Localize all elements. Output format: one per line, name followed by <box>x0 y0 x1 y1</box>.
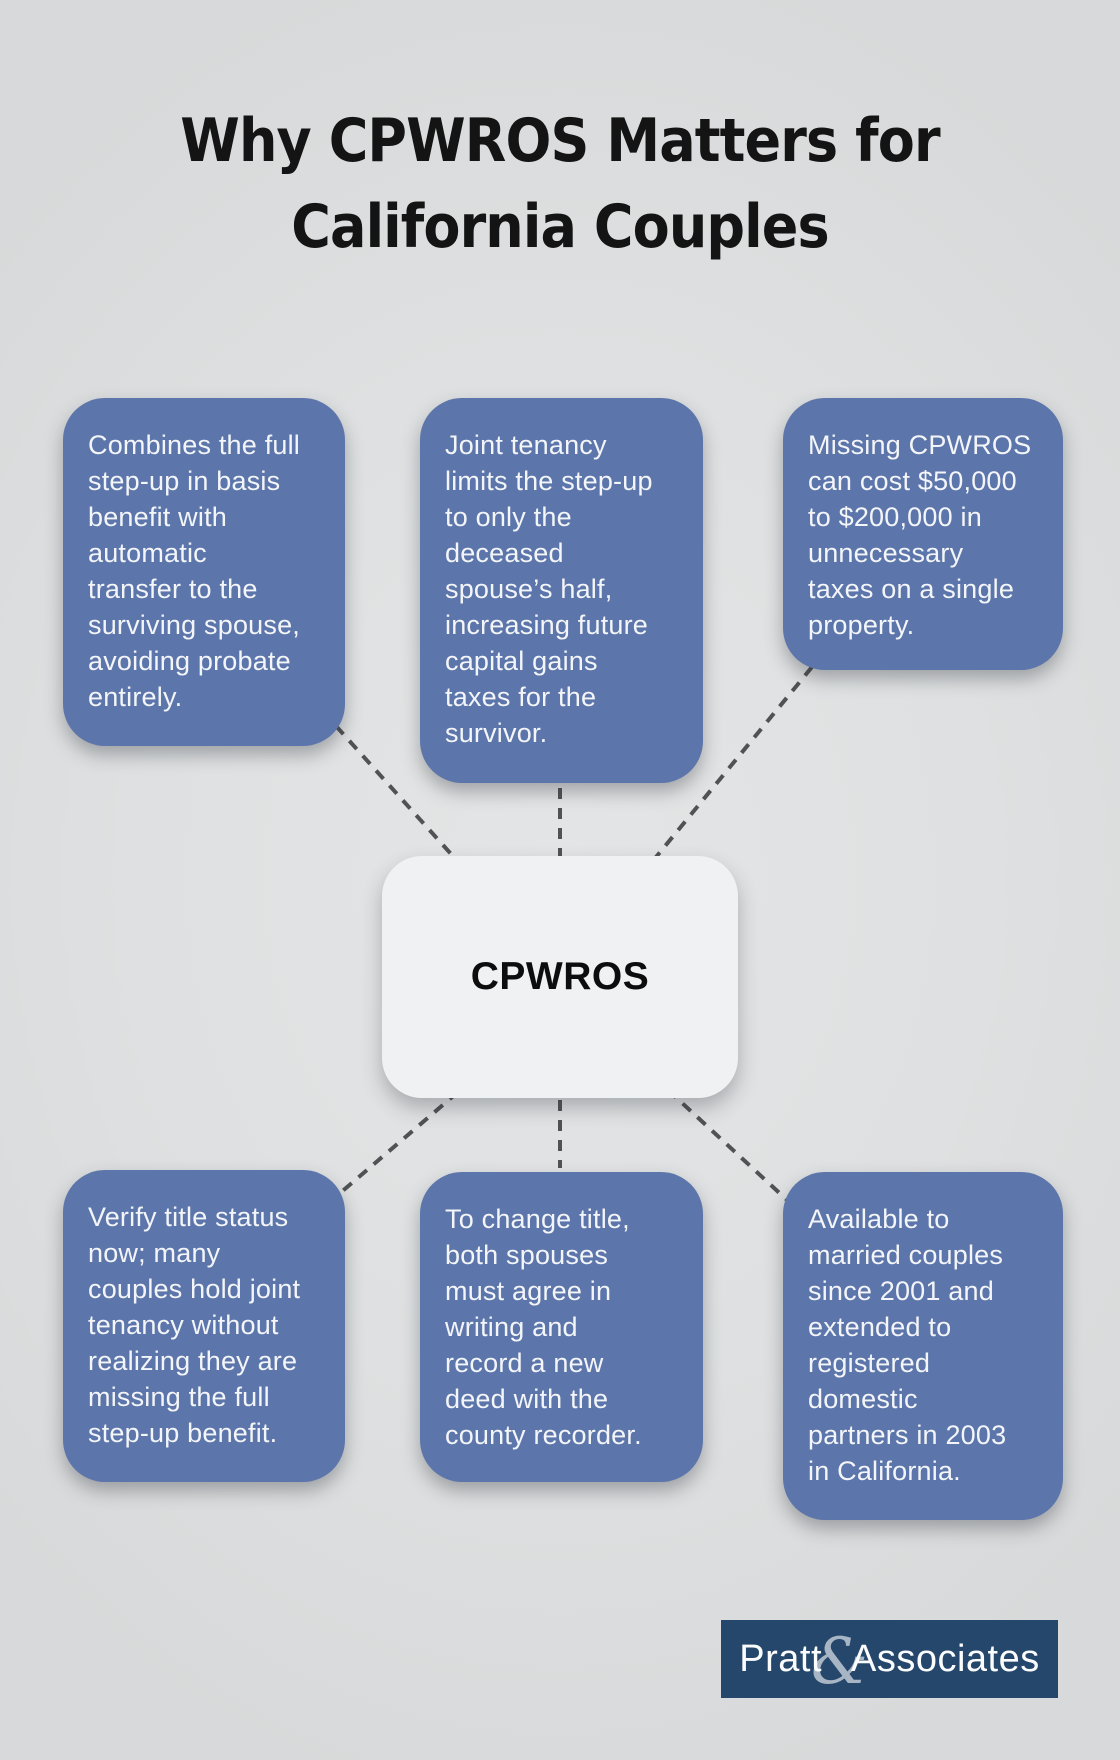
info-box-bottom-middle-text: To change title, both spouses must agree… <box>445 1204 642 1450</box>
info-box-top-right-text: Missing CPWROS can cost $50,000 to $200,… <box>808 430 1032 640</box>
info-box-top-left: Combines the full step-up in basis benef… <box>63 398 345 746</box>
page-title: Why CPWROS Matters for California Couple… <box>180 106 940 262</box>
info-box-bottom-left: Verify title status now; many couples ho… <box>63 1170 345 1482</box>
connector-top-right <box>650 665 814 864</box>
center-node-label: CPWROS <box>470 955 650 998</box>
center-node: CPWROS <box>382 856 738 1098</box>
connector-top-left <box>334 724 462 866</box>
brand-logo: Pratt & Associates <box>721 1620 1058 1698</box>
info-box-top-right: Missing CPWROS can cost $50,000 to $200,… <box>783 398 1063 670</box>
logo-text-pratt: Pratt <box>739 1637 823 1680</box>
connector-bottom-right <box>666 1088 802 1214</box>
info-box-top-left-text: Combines the full step-up in basis benef… <box>88 430 301 712</box>
info-box-bottom-right-text: Available to married couples since 2001 … <box>808 1204 1007 1486</box>
logo-text-associates: Associates <box>850 1637 1040 1680</box>
connector-bottom-left <box>330 1090 460 1202</box>
info-box-bottom-right: Available to married couples since 2001 … <box>783 1172 1063 1520</box>
info-box-bottom-middle: To change title, both spouses must agree… <box>420 1172 703 1482</box>
info-box-top-middle: Joint tenancy limits the step-up to only… <box>420 398 703 783</box>
info-box-bottom-left-text: Verify title status now; many couples ho… <box>88 1202 301 1448</box>
info-box-top-middle-text: Joint tenancy limits the step-up to only… <box>445 430 653 748</box>
ampersand-glyph: & <box>811 1625 868 1699</box>
